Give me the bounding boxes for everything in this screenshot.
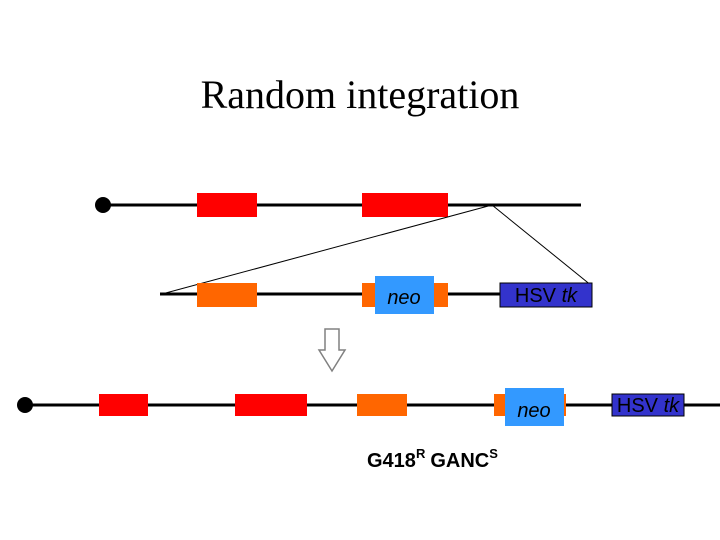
integrated-exon-1 — [99, 394, 148, 416]
g418-text: G418 — [367, 450, 416, 472]
tk-text: tk — [562, 285, 579, 307]
chromosome-exon-2 — [362, 193, 448, 217]
chromosome-exon-1 — [197, 193, 257, 217]
chromosome-locus — [95, 193, 581, 217]
ganc-sup: S — [489, 446, 498, 461]
page-title: Random integration — [201, 72, 520, 117]
phenotype-label: G418R GANCS — [367, 446, 498, 472]
integrated-arm-1 — [357, 394, 407, 416]
insertion-line-right — [491, 204, 593, 287]
ganc-text: GANC — [430, 450, 489, 472]
homology-arm-1 — [197, 283, 257, 307]
g418-sup: R — [416, 446, 426, 461]
integrated-locus: neo HSV tk — [17, 388, 720, 426]
integrated-neo-cassette — [505, 388, 564, 426]
integrated-hsv-tk-label: HSV tk — [617, 395, 680, 417]
integrated-hsv-tk-cassette — [611, 393, 685, 417]
insertion-line-left — [161, 204, 493, 295]
neo-cassette — [375, 276, 434, 314]
neo-label: neo — [387, 287, 420, 309]
integrated-neo-label: neo — [517, 400, 550, 422]
hsv-tk-cassette — [499, 282, 593, 308]
targeting-construct: neo HSV tk — [160, 276, 593, 314]
integrated-hsv-text: HSV — [617, 395, 659, 417]
integrated-exon-2 — [235, 394, 307, 416]
down-arrow-icon — [317, 328, 347, 373]
hsv-tk-label: HSV tk — [515, 285, 578, 307]
hsv-text: HSV — [515, 285, 557, 307]
integrated-tk-text: tk — [664, 395, 681, 417]
